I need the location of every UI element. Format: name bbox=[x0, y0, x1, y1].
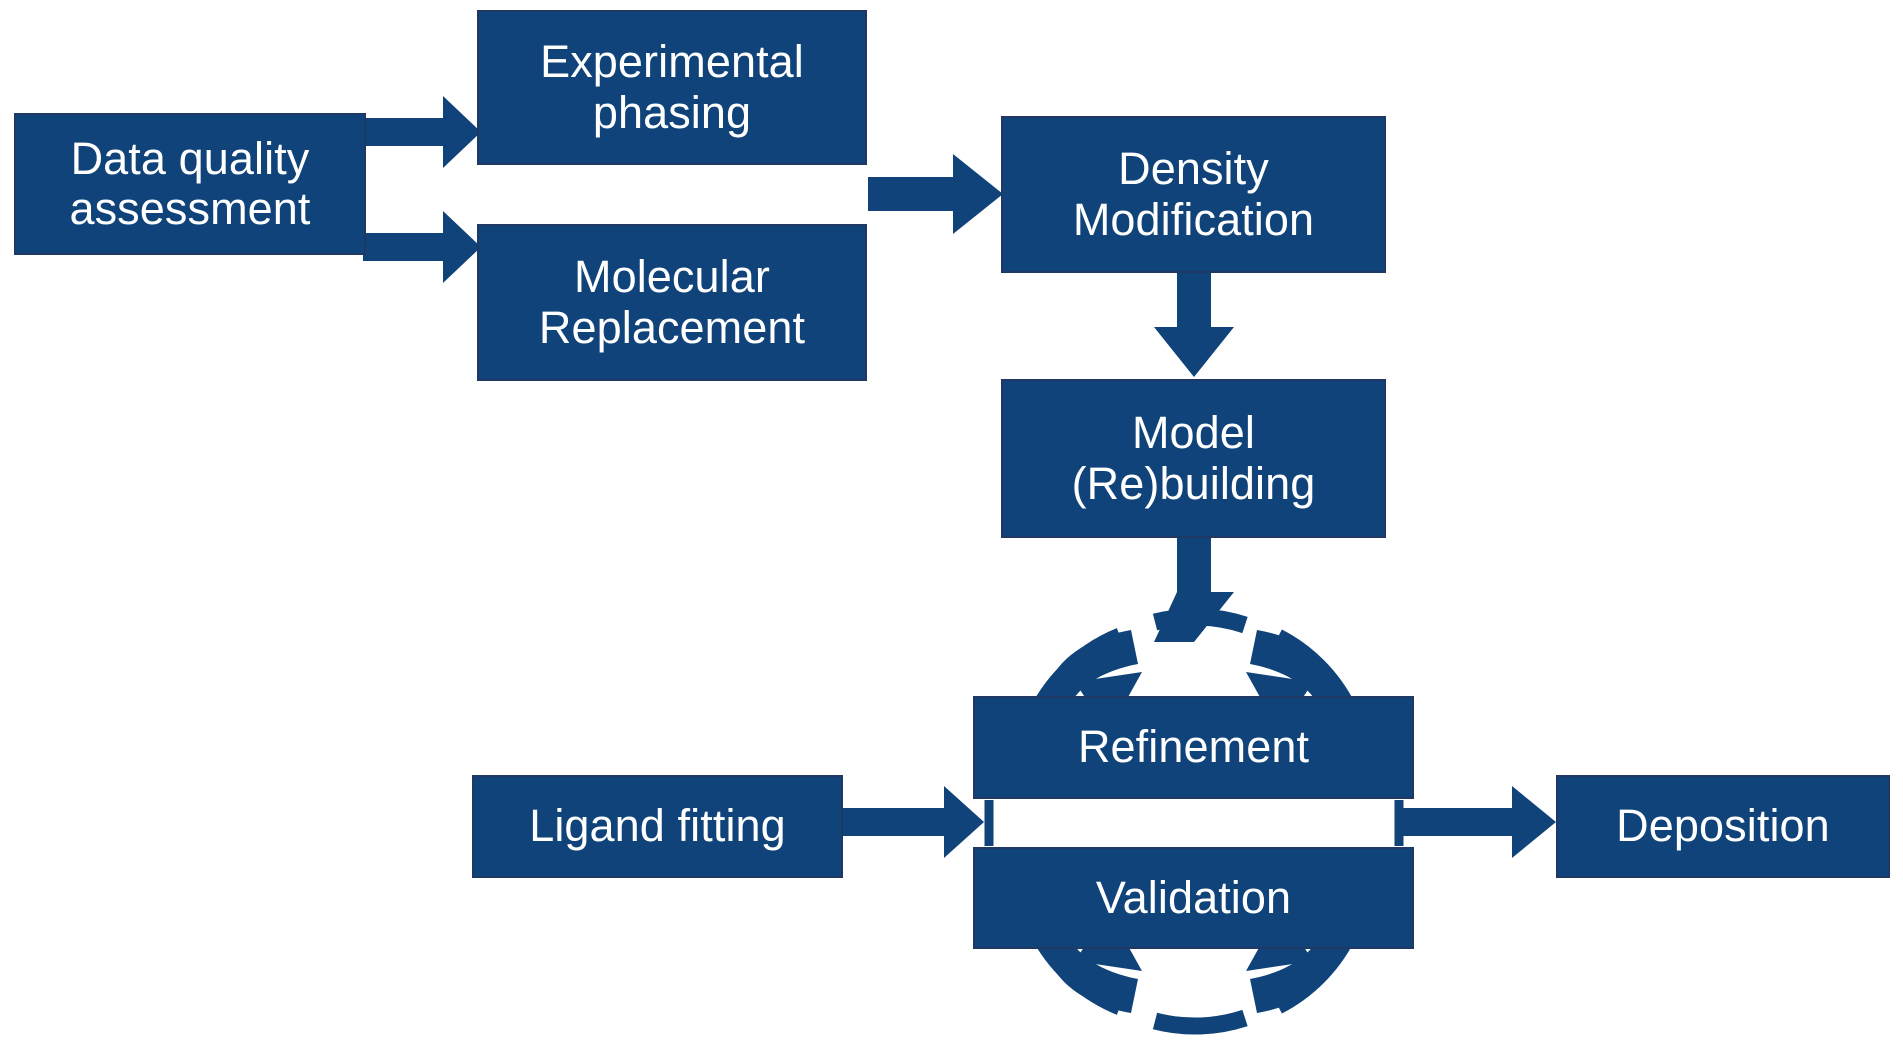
node-molecular-replacement[interactable]: Molecular Replacement bbox=[477, 224, 867, 381]
node-refinement[interactable]: Refinement bbox=[973, 696, 1414, 799]
node-data-quality-assessment[interactable]: Data quality assessment bbox=[14, 113, 366, 255]
node-validation[interactable]: Validation bbox=[973, 847, 1414, 949]
arrow-dq-to-molecular-replacement bbox=[363, 211, 481, 283]
arrow-density-modification-to-model-rebuilding bbox=[1154, 272, 1234, 377]
node-density-modification[interactable]: Density Modification bbox=[1001, 116, 1386, 273]
arrow-validation-to-deposition bbox=[1403, 786, 1556, 858]
arrow-dq-to-experimental-phasing bbox=[363, 96, 481, 168]
node-ligand-fitting[interactable]: Ligand fitting bbox=[472, 775, 843, 878]
node-deposition[interactable]: Deposition bbox=[1556, 775, 1890, 878]
node-experimental-phasing[interactable]: Experimental phasing bbox=[477, 10, 867, 165]
arrow-model-rebuilding-to-refinement bbox=[1154, 537, 1234, 642]
arrow-ligand-fitting-to-refinement bbox=[843, 786, 984, 858]
arrow-phasing-to-density-modification bbox=[868, 154, 1003, 234]
node-model-rebuilding[interactable]: Model (Re)building bbox=[1001, 379, 1386, 538]
